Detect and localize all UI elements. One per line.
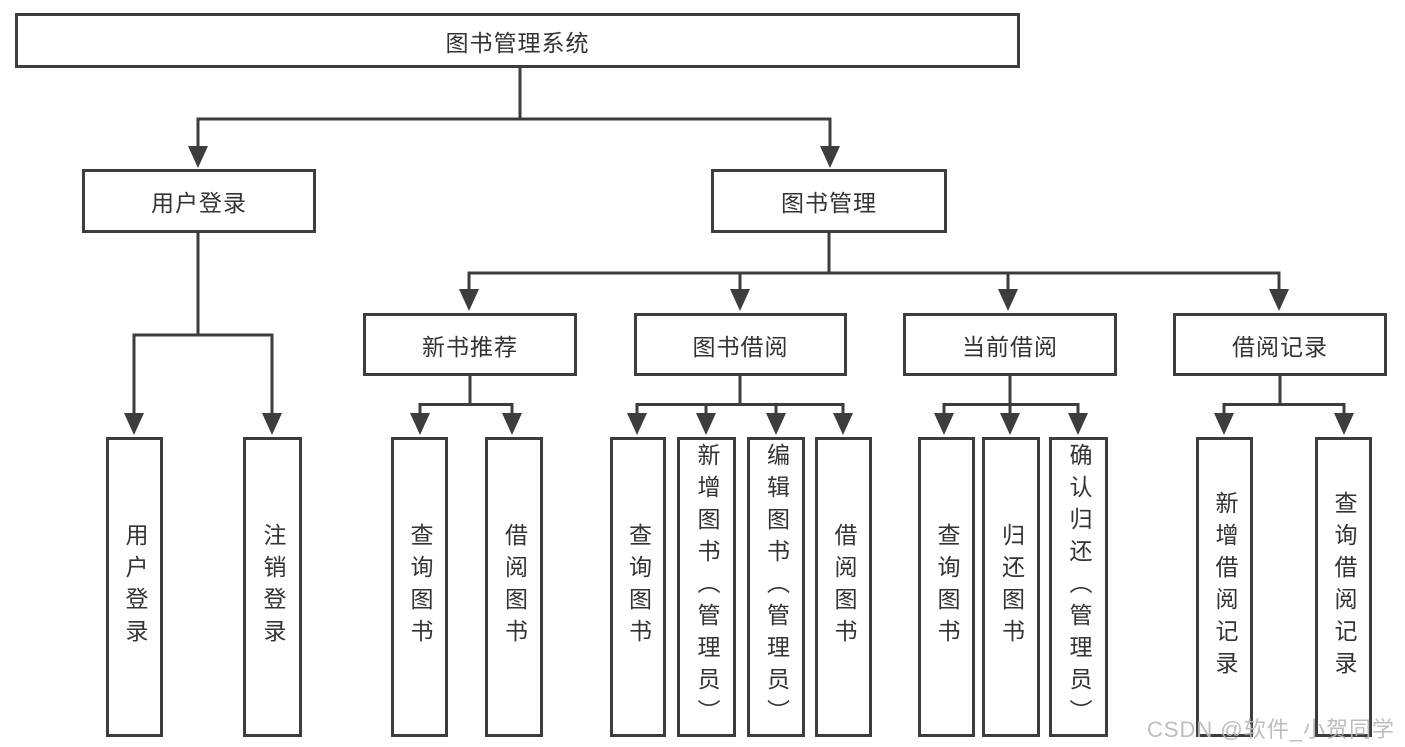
- leaf-nb-query-books: 查询图书: [391, 437, 448, 737]
- connector-borrow-record-children: [1222, 376, 1346, 416]
- node-new-book: 新书推荐: [363, 313, 577, 376]
- leaf-nb-query-books-label: 查询图书: [407, 523, 433, 651]
- arrowhead-cb-query: [934, 413, 954, 435]
- connector-book-borrow-children: [635, 376, 845, 416]
- arrowhead-nb-borrow: [502, 413, 522, 435]
- leaf-user-login-label: 用户登录: [122, 523, 148, 651]
- node-user-login: 用户登录: [82, 169, 316, 233]
- leaf-logout-label: 注销登录: [260, 523, 286, 651]
- leaf-br-add-record: 新增借阅记录: [1196, 437, 1253, 737]
- leaf-cb-confirm-return: 确认归还（管理员）: [1049, 437, 1108, 737]
- node-borrow-record-label: 借阅记录: [1232, 333, 1328, 360]
- leaf-cb-confirm-return-label: 确认归还（管理员）: [1066, 443, 1092, 731]
- connector-current-borrow-children: [942, 376, 1080, 416]
- arrowhead-br-add: [1214, 413, 1234, 435]
- arrowhead-leaf-user-login: [124, 413, 144, 435]
- leaf-bb-add-books: 新增图书（管理员）: [677, 437, 736, 737]
- leaf-cb-return-books: 归还图书: [982, 437, 1040, 737]
- leaf-br-query-record-label: 查询借阅记录: [1331, 491, 1357, 683]
- arrowhead-borrow-record: [1269, 289, 1289, 311]
- connector-new-book-children: [418, 376, 514, 416]
- leaf-bb-query-books: 查询图书: [610, 437, 666, 737]
- arrowhead-bb-add: [696, 413, 716, 435]
- leaf-br-add-record-label: 新增借阅记录: [1212, 491, 1238, 683]
- node-new-book-label: 新书推荐: [422, 333, 518, 360]
- arrowhead-br-query: [1334, 413, 1354, 435]
- node-current-borrow-label: 当前借阅: [962, 333, 1058, 360]
- leaf-bb-query-books-label: 查询图书: [625, 523, 652, 651]
- connector-user-login-children: [132, 233, 274, 416]
- arrowhead-nb-query: [410, 413, 430, 435]
- arrowhead-current-borrow: [998, 289, 1018, 311]
- csdn-watermark: CSDN @软件_小贺同学: [1146, 717, 1395, 742]
- arrowhead-leaf-logout: [262, 413, 282, 435]
- leaf-bb-edit-books: 编辑图书（管理员）: [747, 437, 805, 737]
- leaf-user-login: 用户登录: [106, 437, 163, 737]
- arrowhead-user-login: [188, 146, 208, 168]
- leaf-logout: 注销登录: [243, 437, 302, 737]
- leaf-bb-edit-books-label: 编辑图书（管理员）: [763, 443, 790, 731]
- leaf-bb-add-books-label: 新增图书（管理员）: [694, 443, 720, 731]
- leaf-bb-borrow-books-label: 借阅图书: [831, 523, 857, 651]
- leaf-cb-query-books-label: 查询图书: [934, 523, 960, 651]
- arrowhead-bb-query: [627, 413, 647, 435]
- arrowhead-new-book: [459, 289, 479, 311]
- node-root-label: 图书管理系统: [445, 29, 590, 56]
- leaf-nb-borrow-books: 借阅图书: [485, 437, 543, 737]
- connector-root-to-level2: [196, 68, 832, 150]
- connector-book-mgmt-children: [467, 233, 1281, 292]
- leaf-cb-query-books: 查询图书: [918, 437, 975, 737]
- node-book-mgmt-label: 图书管理: [781, 190, 877, 216]
- node-user-login-label: 用户登录: [151, 190, 247, 216]
- leaf-nb-borrow-books-label: 借阅图书: [501, 523, 528, 651]
- node-current-borrow: 当前借阅: [903, 313, 1117, 376]
- node-borrow-record: 借阅记录: [1173, 313, 1387, 376]
- arrowhead-bb-borrow: [833, 413, 853, 435]
- leaf-bb-borrow-books: 借阅图书: [815, 437, 872, 737]
- arrowhead-bb-edit: [766, 413, 786, 435]
- arrowhead-book-borrow: [730, 289, 750, 311]
- node-book-borrow: 图书借阅: [634, 313, 847, 376]
- arrowhead-book-mgmt: [820, 146, 840, 168]
- arrowhead-cb-confirm: [1068, 413, 1088, 435]
- node-root: 图书管理系统: [15, 13, 1020, 68]
- arrowhead-cb-return: [1000, 413, 1020, 435]
- node-book-mgmt: 图书管理: [711, 169, 947, 233]
- leaf-br-query-record: 查询借阅记录: [1315, 437, 1372, 737]
- leaf-cb-return-books-label: 归还图书: [998, 523, 1025, 651]
- node-book-borrow-label: 图书借阅: [692, 333, 789, 360]
